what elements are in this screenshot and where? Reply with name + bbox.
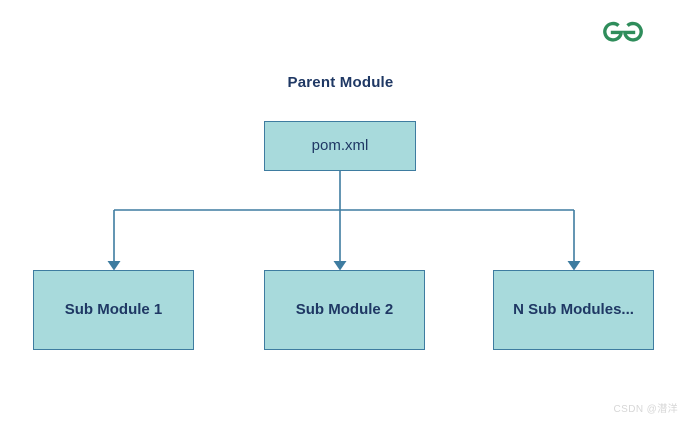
diagram-title: Parent Module — [0, 74, 689, 91]
node-n-sub-modules[interactable]: N Sub Modules... — [493, 270, 654, 350]
geeksforgeeks-logo-icon — [598, 14, 648, 48]
node-n-sub-modules-label: N Sub Modules... — [513, 300, 634, 318]
node-sub-module-2-label: Sub Module 2 — [295, 300, 394, 318]
node-pom-xml[interactable]: pom.xml — [264, 121, 416, 171]
watermark-text: CSDN @潜洋 — [613, 404, 678, 415]
node-sub-module-2[interactable]: Sub Module 2 — [264, 270, 425, 350]
node-sub-module-1[interactable]: Sub Module 1 — [33, 270, 194, 350]
node-sub-module-1-label: Sub Module 1 — [64, 300, 163, 318]
diagram-title-text: Parent Module — [287, 74, 394, 91]
node-pom-xml-label: pom.xml — [311, 136, 369, 154]
